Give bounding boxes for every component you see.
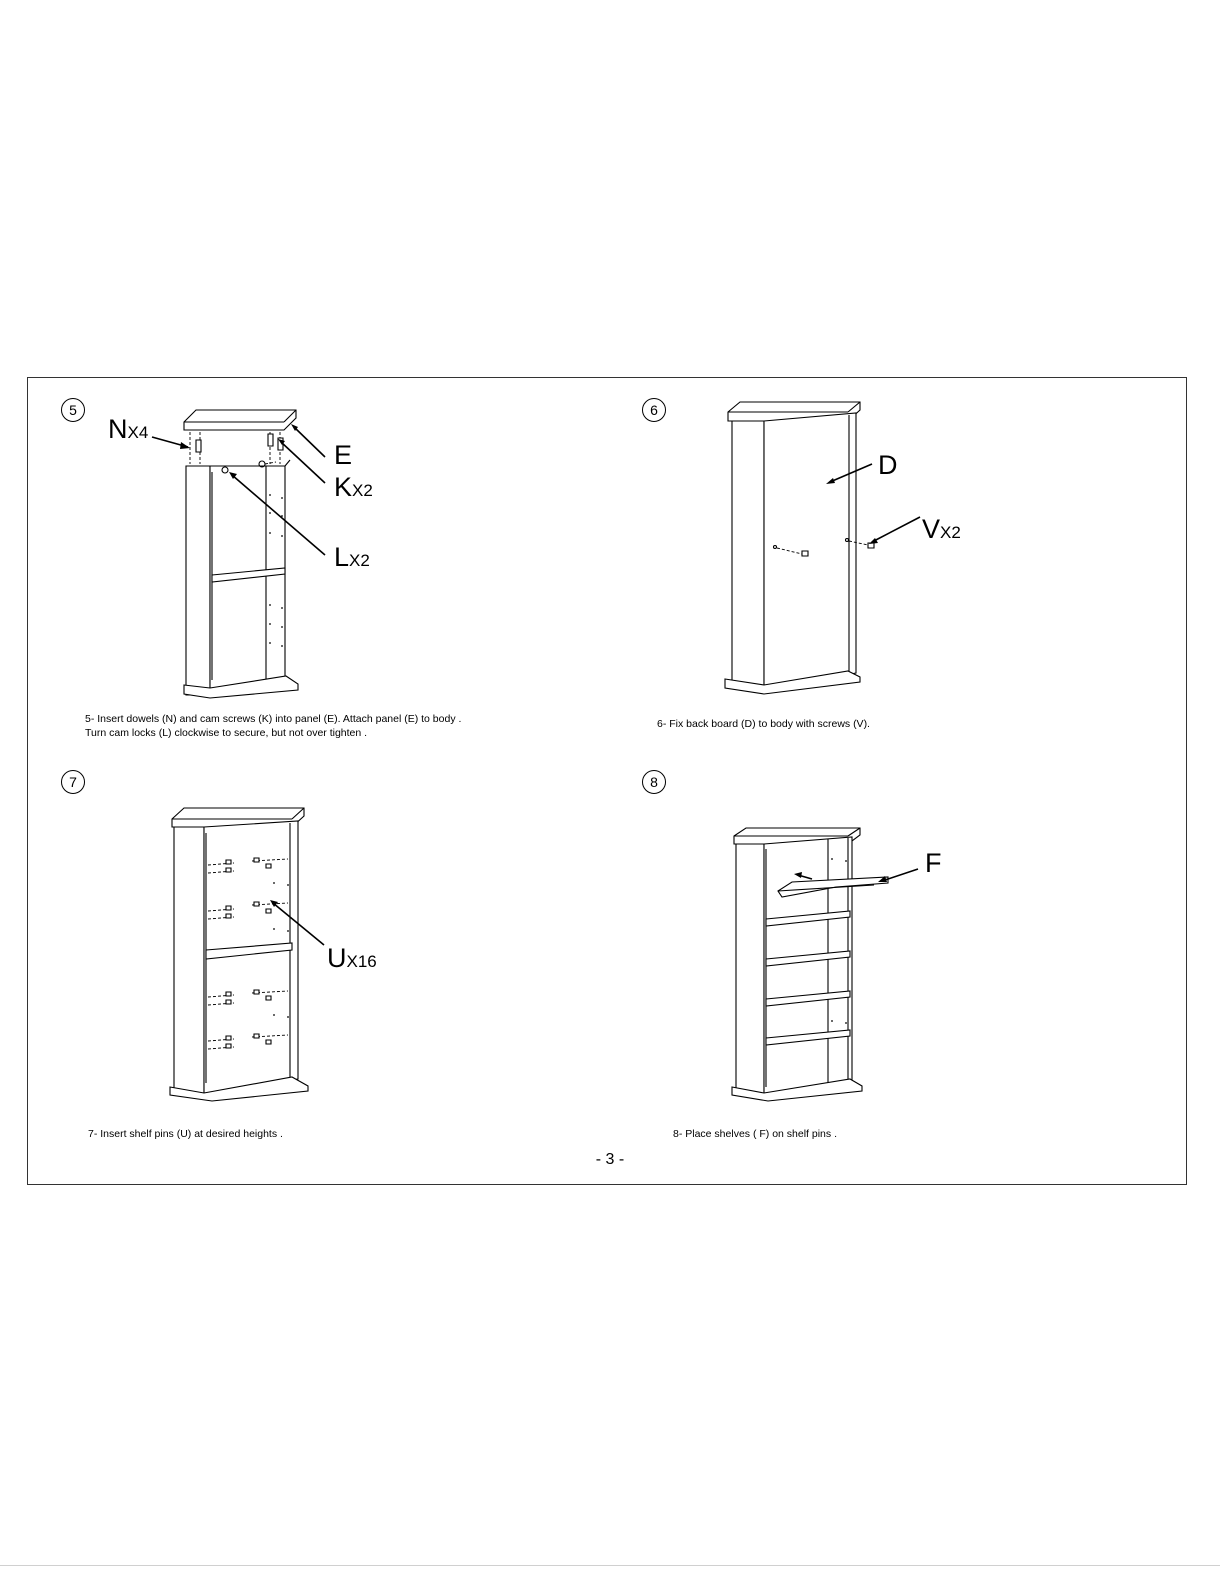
instruction-frame: [27, 377, 1187, 1185]
part-label-k: KX2: [334, 472, 373, 502]
part-label-l: LX2: [334, 542, 370, 572]
step-5-caption-line-1: 5- Insert dowels (N) and cam screws (K) …: [85, 713, 462, 725]
part-label-d: D: [878, 450, 898, 480]
page-bottom-rule: [0, 1565, 1220, 1566]
part-label-f: F: [925, 848, 942, 878]
part-label-u: UX16: [327, 943, 377, 973]
step-8-caption: 8- Place shelves ( F) on shelf pins .: [673, 1128, 837, 1140]
step-5-number: 5: [61, 398, 85, 422]
step-6-caption: 6- Fix back board (D) to body with screw…: [657, 718, 870, 730]
step-5-illustration: [170, 400, 320, 700]
part-label-v: VX2: [922, 514, 961, 544]
step-6-number: 6: [642, 398, 666, 422]
part-label-e: E: [334, 440, 353, 470]
page-number: - 3 -: [595, 1151, 625, 1168]
step-7-caption: 7- Insert shelf pins (U) at desired heig…: [88, 1128, 283, 1140]
step-7-illustration: [168, 803, 318, 1103]
step-6-illustration: [720, 395, 870, 695]
step-8-number: 8: [642, 770, 666, 794]
step-8-illustration: [728, 825, 868, 1105]
step-5-caption-line-2: Turn cam locks (L) clockwise to secure, …: [85, 727, 368, 739]
step-7-number: 7: [61, 770, 85, 794]
part-label-n: NX4: [108, 414, 149, 444]
